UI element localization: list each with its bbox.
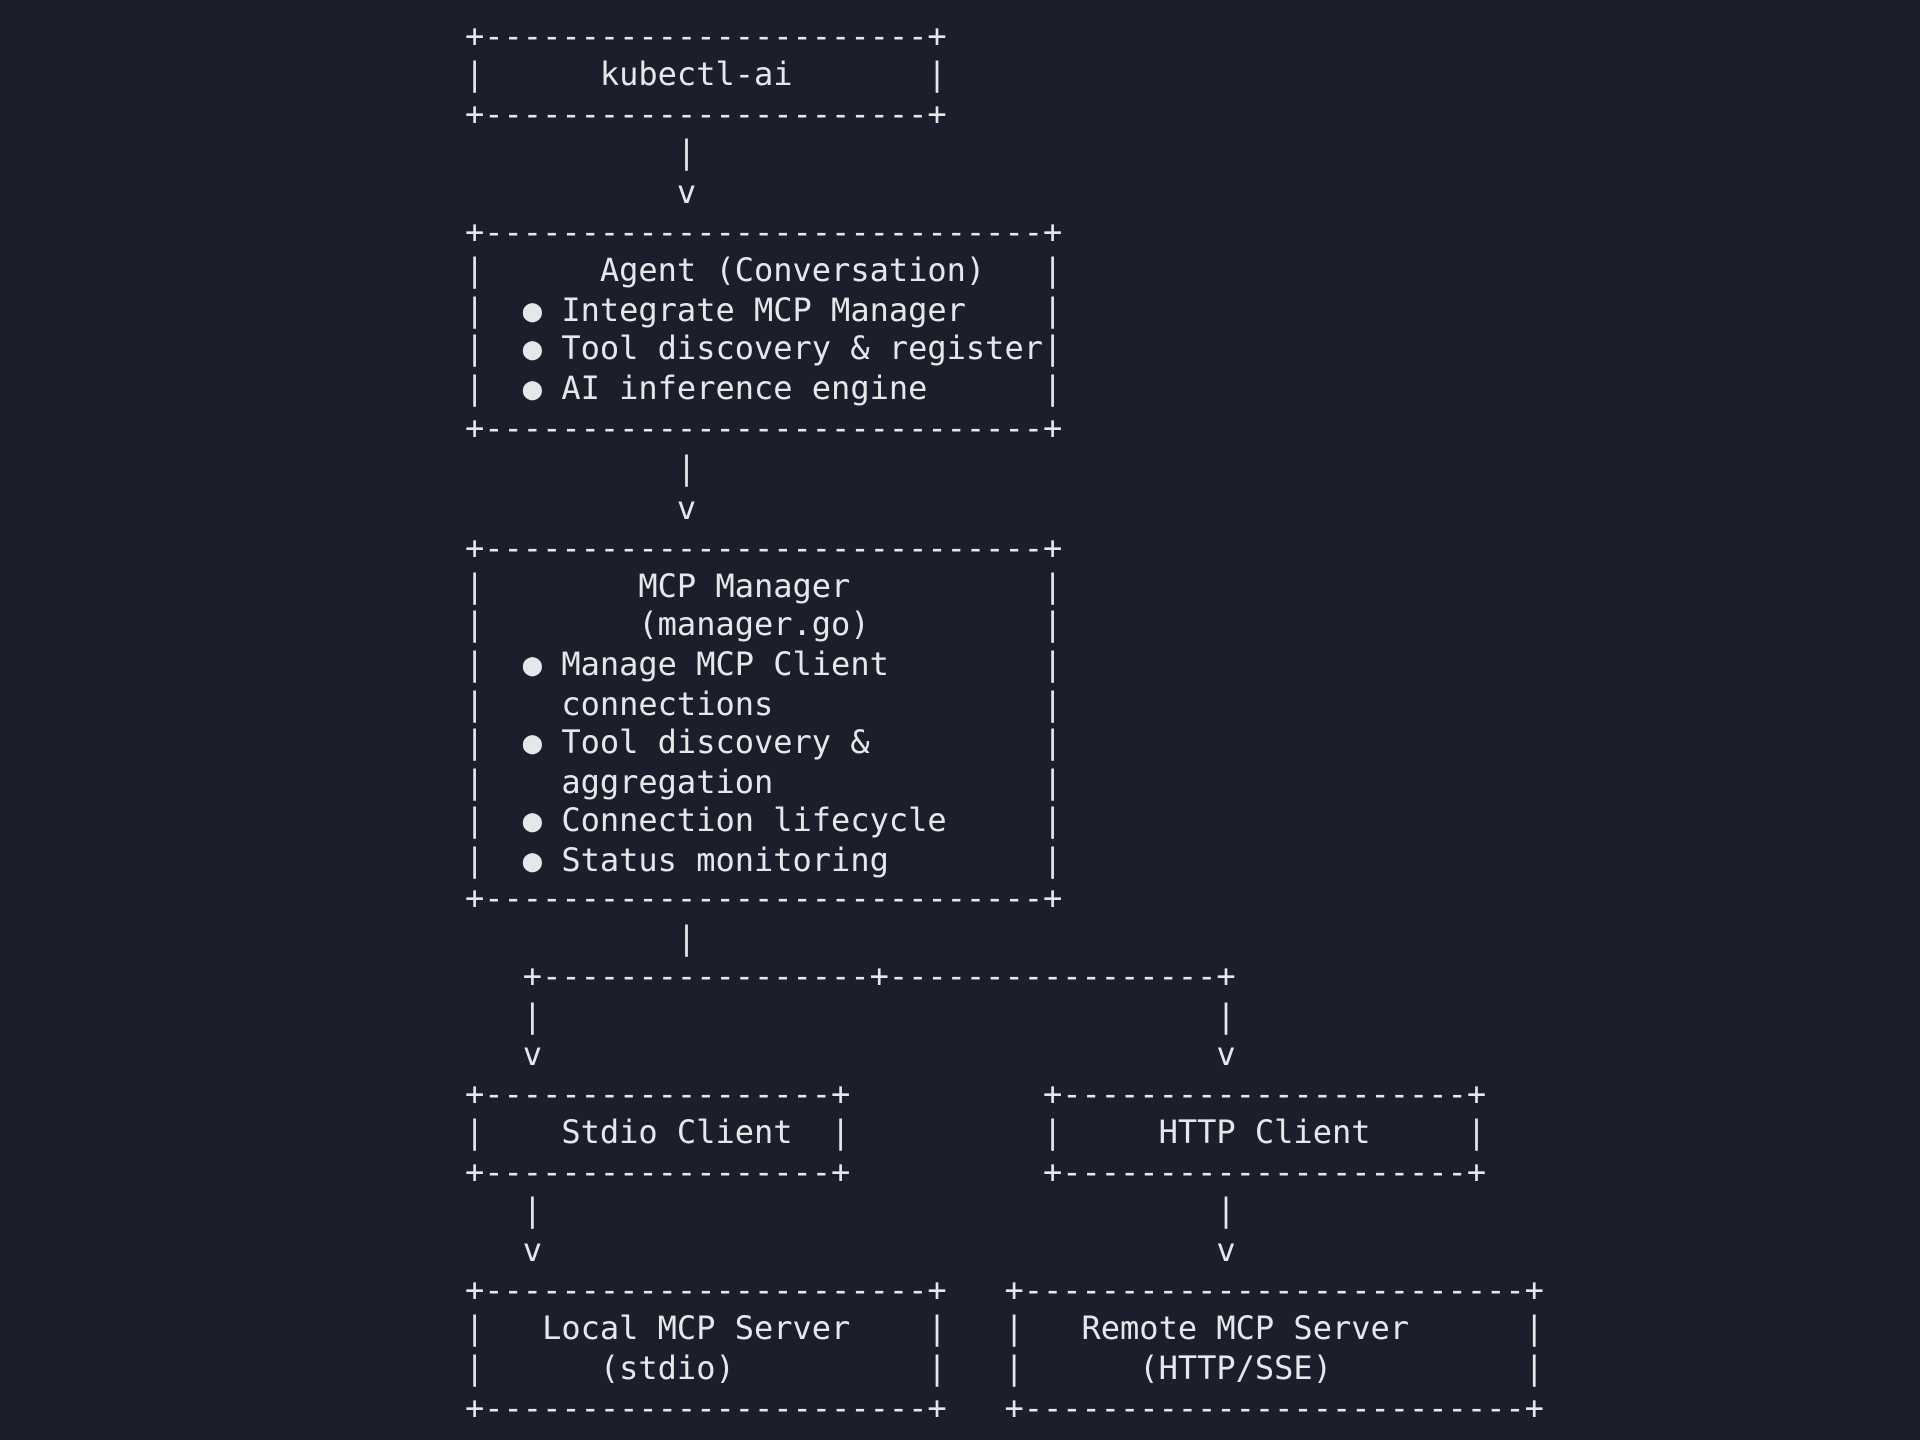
client-connectors: | | [465,1191,1236,1229]
client-boxes-bottom-border: +------------------+ +------------------… [465,1153,1487,1191]
agent-box-bullet: | ● AI inference engine | [465,369,1063,407]
agent-box-bullet: | ● Integrate MCP Manager | [465,291,1063,329]
server-boxes-subtitles: | (stdio) | | (HTTP/SSE) | [465,1349,1544,1387]
mcp-manager-box-bullet: | aggregation | [465,763,1063,801]
connector-line: | [465,449,697,487]
connector-line: | [465,919,697,957]
connector-line: | [465,133,697,171]
kubectl-ai-box-title: | kubectl-ai | [465,55,947,93]
branch-arrows-down: v v [465,1035,1236,1073]
server-boxes-bottom-border: +-----------------------+ +-------------… [465,1389,1544,1427]
agent-box-title: | Agent (Conversation) | [465,251,1063,289]
server-boxes-top-border: +-----------------------+ +-------------… [465,1271,1544,1309]
branch-split-line: +-----------------+-----------------+ [465,957,1236,995]
kubectl-ai-box-bottom-border: +-----------------------+ [465,95,947,133]
mcp-manager-box-bottom-border: +-----------------------------+ [465,879,1063,917]
arrow-down: v [465,173,697,211]
agent-box-bullet: | ● Tool discovery & register| [465,329,1063,367]
branch-connectors: | | [465,997,1236,1035]
client-boxes-top-border: +------------------+ +------------------… [465,1075,1487,1113]
arrow-down: v [465,489,697,527]
mcp-manager-box-subtitle: | (manager.go) | [465,605,1063,643]
mcp-manager-box-bullet: | ● Tool discovery & | [465,723,1063,761]
mcp-manager-box-bullet: | ● Connection lifecycle | [465,801,1063,839]
agent-box-top-border: +-----------------------------+ [465,213,1063,251]
kubectl-ai-box-top-border: +-----------------------+ [465,17,947,55]
mcp-manager-box-bullet: | connections | [465,685,1063,723]
mcp-manager-box-top-border: +-----------------------------+ [465,529,1063,567]
agent-box-bottom-border: +-----------------------------+ [465,409,1063,447]
mcp-manager-box-bullet: | ● Manage MCP Client | [465,645,1063,683]
client-arrows-down: v v [465,1231,1236,1269]
mcp-manager-box-bullet: | ● Status monitoring | [465,841,1063,879]
mcp-manager-box-title: | MCP Manager | [465,567,1063,605]
server-boxes-titles: | Local MCP Server | | Remote MCP Server… [465,1309,1544,1347]
client-boxes-titles: | Stdio Client | | HTTP Client | [465,1113,1487,1151]
